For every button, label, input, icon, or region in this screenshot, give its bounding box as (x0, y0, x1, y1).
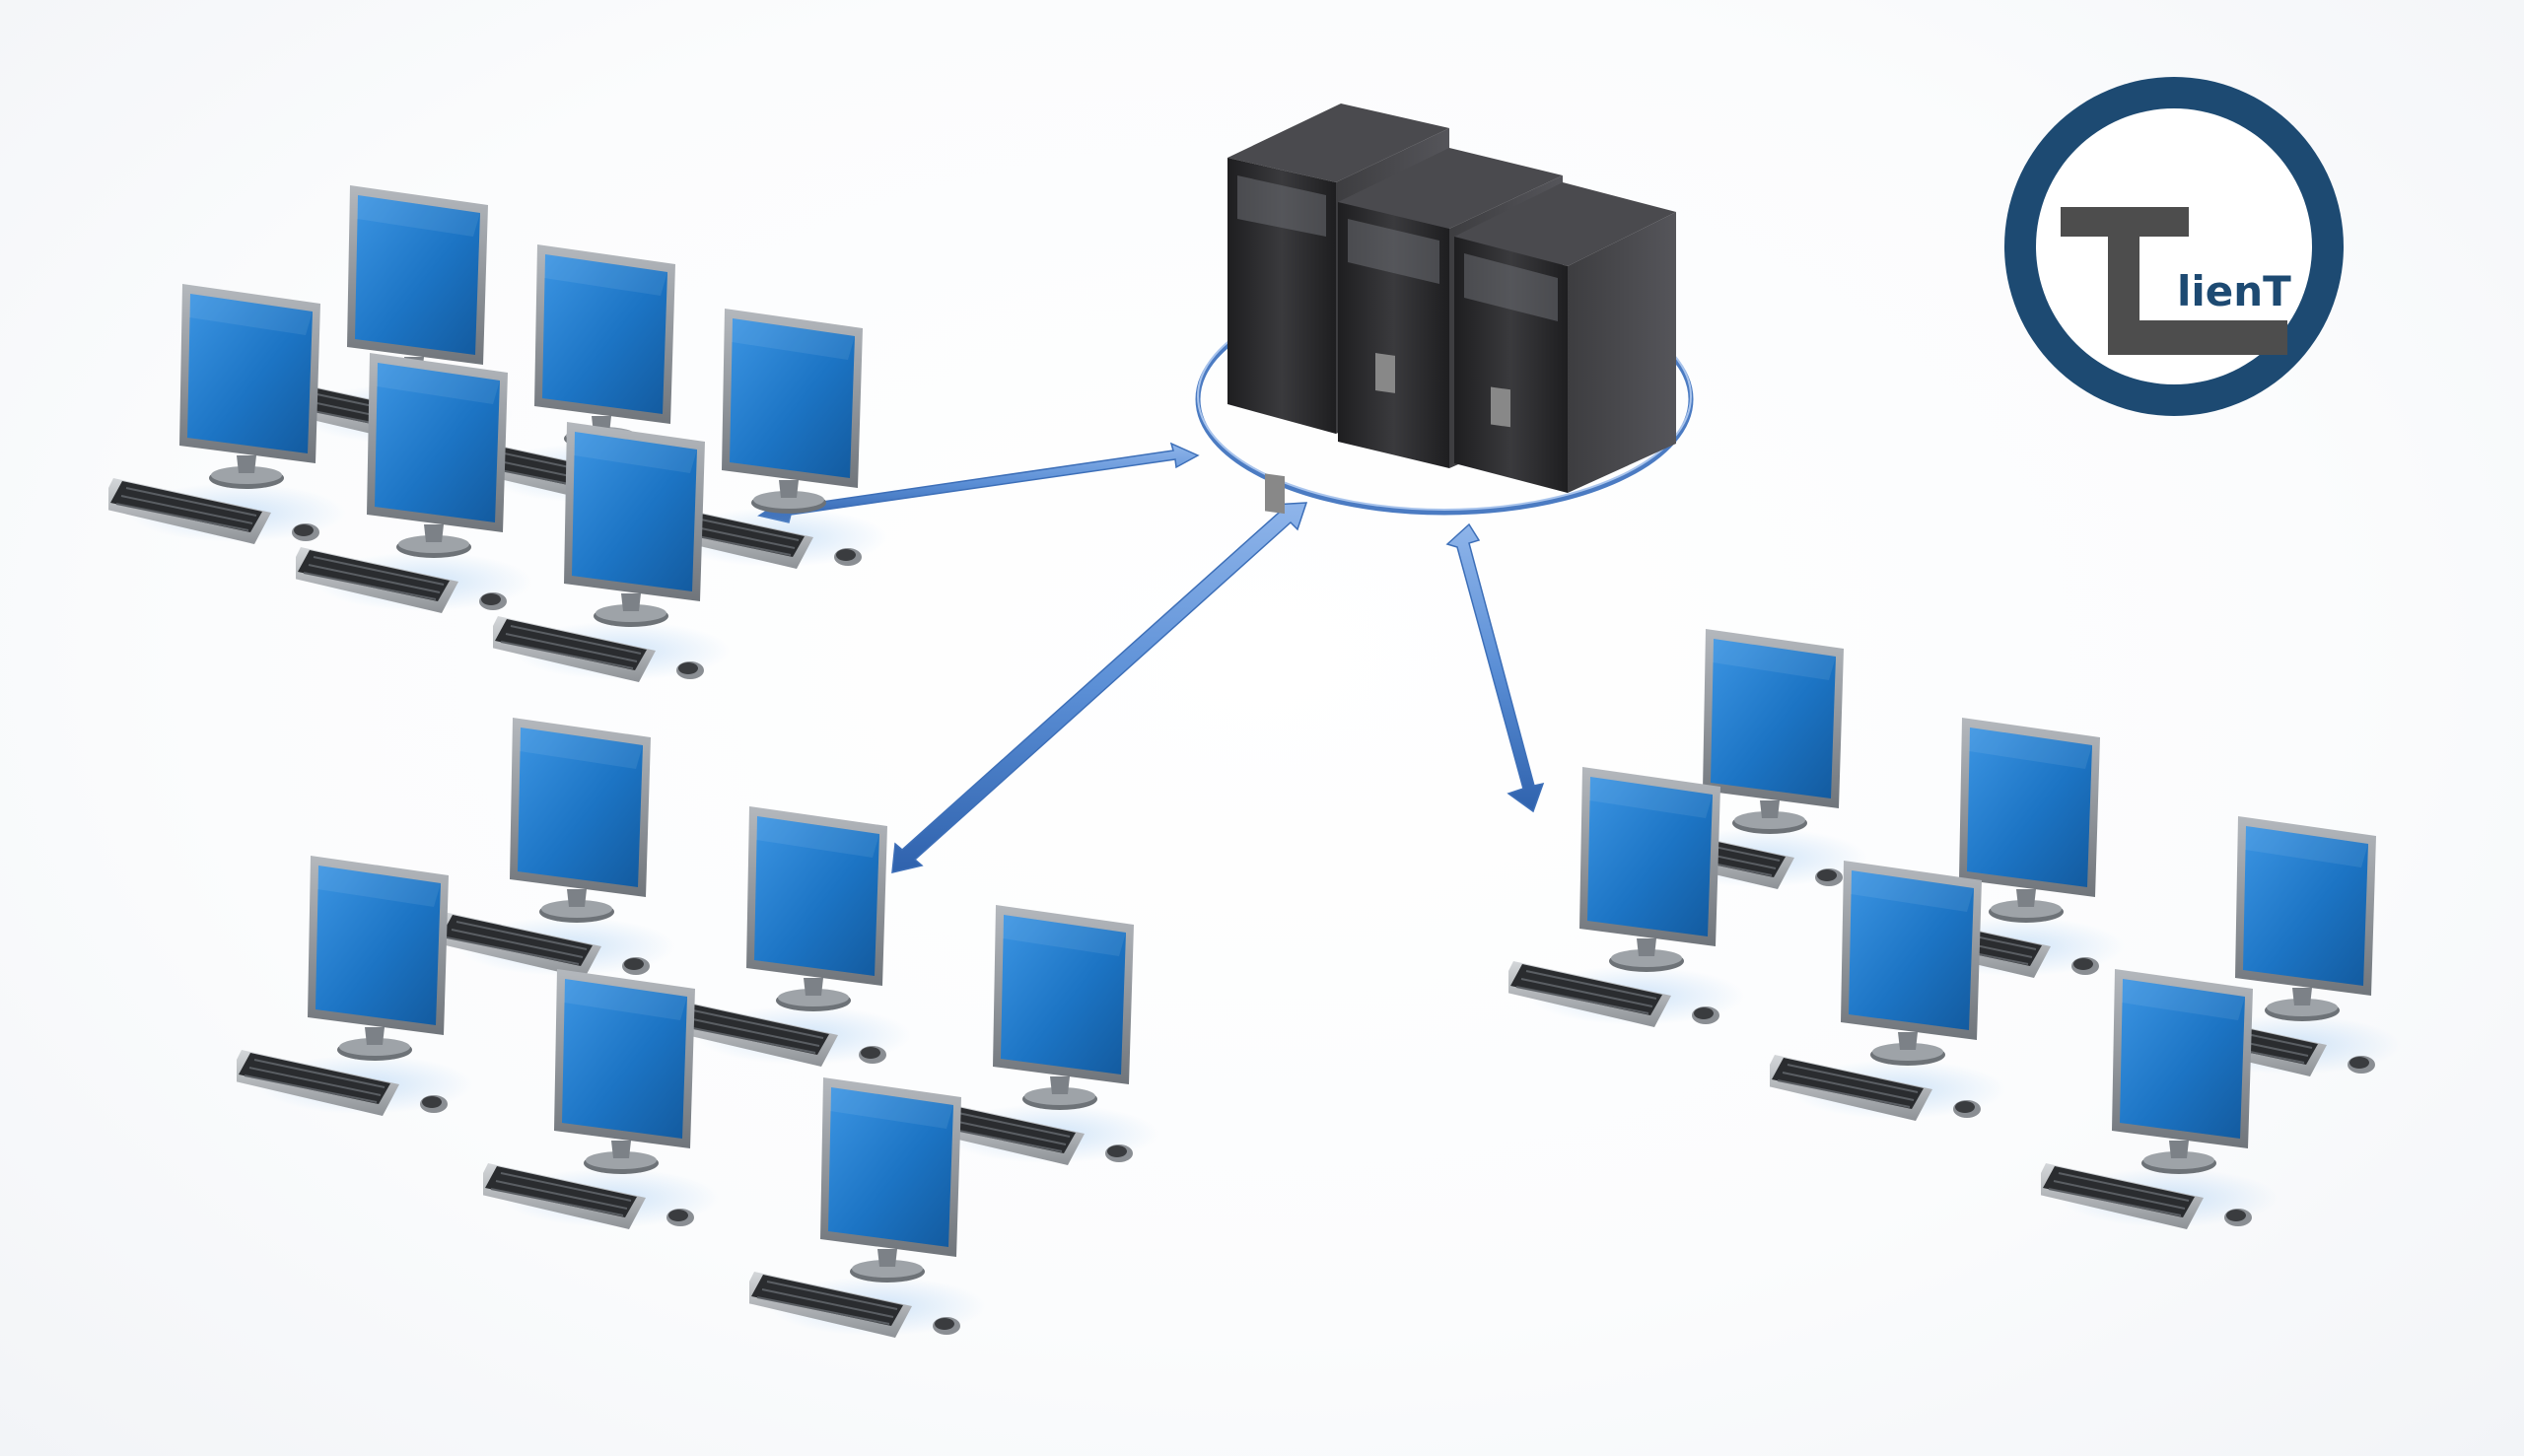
arrow-right-link (1445, 522, 1545, 813)
workstation-icon (2041, 968, 2279, 1230)
workstation-icon (439, 717, 676, 979)
workstation-icon (483, 968, 721, 1230)
server-cluster (1195, 104, 1694, 516)
logo-wordmark: lienT (2177, 267, 2291, 315)
group-top-left (0, 37, 888, 683)
workstation-icon (108, 283, 346, 545)
arrow-bottom-left-link (891, 502, 1308, 873)
logo-tl-mark: TL lienT (2061, 207, 2291, 355)
workstation-icon (0, 37, 207, 298)
workstation-icon (237, 855, 474, 1117)
server-tower-icon (1454, 182, 1676, 493)
workstation-icon (1770, 860, 2007, 1122)
group-right (1508, 628, 2402, 1230)
brand-logo: TL lienT (2004, 77, 2344, 416)
workstation-icon (749, 1076, 987, 1339)
group-bottom-left (237, 717, 1159, 1339)
workstation-icon (675, 805, 913, 1068)
